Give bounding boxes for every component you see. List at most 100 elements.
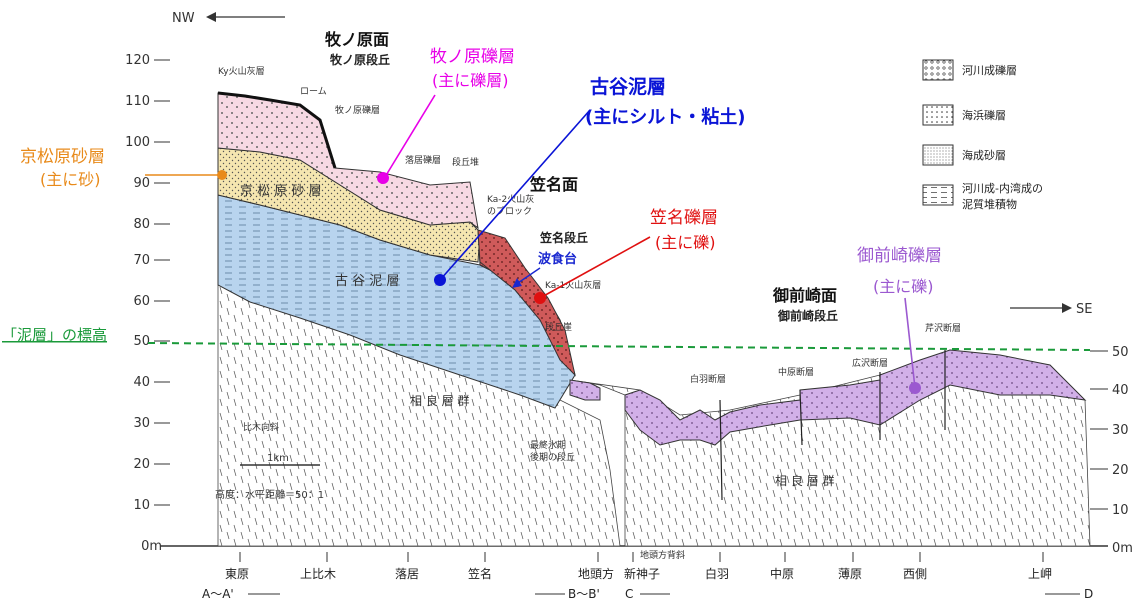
kasana-terrace-label: 笠名段丘 — [539, 230, 588, 245]
kyomatsubara-sand-sub: (主に砂) — [40, 170, 101, 189]
loam-label: ローム — [300, 86, 327, 97]
serizawa-fault-label: 芹沢断層 — [925, 322, 961, 334]
hikigi-syncline-label: 比木向斜 — [243, 421, 279, 433]
omaezaki-gravel-title: 御前崎礫層 — [857, 246, 942, 266]
y-tick-label: 100 — [125, 135, 150, 150]
legend-swatch-marine-sand — [922, 144, 954, 166]
makinohara-gravel-title: 牧ノ原礫層 — [430, 47, 515, 67]
makinohara-gravel-inner-label: 牧ノ原礫層 — [335, 104, 380, 116]
y-tick-label: 40 — [133, 375, 150, 390]
shiraha-fault-label: 白羽断層 — [690, 373, 726, 385]
nw-arrow-head — [206, 12, 216, 22]
makinohara-terrace-label: 牧ノ原段丘 — [330, 52, 390, 67]
place-label: 笠名 — [468, 566, 492, 581]
sagara-label-1: 相 良 層 群 — [410, 393, 469, 408]
terrace-cliff-label: 段丘堆 — [452, 156, 479, 168]
place-label: 白羽 — [705, 566, 729, 581]
section-b-label: B～B' — [568, 587, 600, 601]
kasana-gravel-body — [477, 229, 576, 377]
y-axis-left: 120 110 100 90 80 70 60 50 40 30 20 10 0… — [125, 53, 170, 554]
place-markers: 東原 上比木 落居 笠名 地頭方 新神子 白羽 中原 薄原 西側 上岬 — [225, 552, 1052, 581]
legend-label: 河川成礫層 — [962, 63, 1017, 77]
scale-bar-label: 1km — [267, 453, 289, 464]
place-label: 上比木 — [300, 567, 336, 581]
y-tick-label: 110 — [125, 94, 150, 109]
y-tick-label-right: 40 — [1112, 383, 1129, 398]
legend-swatch-river-gravel — [922, 59, 954, 81]
place-label: 上岬 — [1028, 567, 1052, 581]
makinohara-gravel-sub: (主に礫層) — [432, 71, 509, 90]
place-label: 中原 — [770, 566, 794, 581]
mud-elevation-line — [147, 342, 1091, 351]
ka1-ash-label: Ka-1火山灰層 — [545, 279, 601, 291]
fault-lines — [719, 350, 946, 501]
place-label: 地頭方 — [578, 566, 614, 581]
y-tick-label-right: 30 — [1112, 423, 1129, 438]
omaezaki-gravel-sub: (主に礫) — [873, 277, 934, 296]
wave-cut-annotation: 波食台 — [512, 251, 577, 288]
kasana-gravel-sub: (主に礫) — [655, 233, 716, 252]
furuya-mud-sub: (主にシルト・粘土) — [585, 106, 745, 128]
y-tick-label-right: 20 — [1112, 463, 1129, 478]
terrace-cliff2-label: 段丘崖 — [545, 321, 572, 333]
kasana-gravel-annotation: 笠名礫層 (主に礫) — [534, 208, 718, 304]
kyomatsubara-inner-label: 京 松 原 砂 層 — [240, 184, 322, 199]
sagara-label-2: 相 良 層 群 — [775, 473, 834, 488]
hirosawa-fault-label: 広沢断層 — [852, 357, 888, 369]
legend-swatch-mud — [922, 184, 954, 206]
legend-label: 泥質堆積物 — [962, 197, 1017, 211]
y-tick-label: 10 — [133, 498, 150, 513]
makinohara-surface-label: 牧ノ原面 — [325, 30, 389, 49]
last-glacial-label: 最終氷期 — [530, 439, 566, 451]
y-tick-label: 90 — [133, 176, 150, 191]
y-tick-label: 20 — [133, 457, 150, 472]
y-tick-label-right: 10 — [1112, 503, 1129, 518]
y-tick-label: 30 — [133, 416, 150, 431]
legend: 河川成礫層 海浜礫層 海成砂層 河川成-内湾成の 泥質堆積物 — [922, 59, 1043, 211]
jitogata-syncline-label: 地頭方背斜 — [640, 549, 685, 561]
legend-label: 海成砂層 — [962, 148, 1006, 162]
furuya-mud-annotation: 古谷泥層 (主にシルト・粘土) — [434, 75, 745, 286]
y-tick-label: 70 — [133, 253, 150, 268]
legend-swatch-beach-gravel — [922, 104, 954, 126]
y-tick-label: 120 — [125, 53, 150, 68]
y-tick-label-right: 0m — [1112, 541, 1133, 556]
nakahara-fault-label: 中原断層 — [778, 366, 814, 378]
y-tick-label: 60 — [133, 294, 150, 309]
y-axis-right: 50 40 30 20 10 0m — [1090, 345, 1133, 556]
section-a-label: A～A' — [202, 587, 234, 601]
place-label: 西側 — [903, 567, 927, 581]
place-label: 落居 — [395, 567, 419, 581]
ka-ash-block-label: のブロック — [487, 205, 532, 217]
y-tick-label: 80 — [133, 217, 150, 232]
makinohara-gravel-annotation: 牧ノ原礫層 (主に礫層) — [377, 47, 515, 184]
kyomatsubara-sand-annotation: 京松原砂層 (主に砂) — [20, 147, 227, 189]
direction-nw: NW — [172, 11, 195, 26]
wave-cut-label: 波食台 — [538, 251, 577, 267]
se-arrow-head — [1062, 303, 1072, 313]
legend-label: 河川成-内湾成の — [962, 181, 1043, 195]
furuya-inner-label: 古 谷 泥 層 — [335, 274, 399, 289]
section-d-label: D — [1084, 587, 1093, 601]
omaezaki-gravel-annotation: 御前崎礫層 (主に礫) — [857, 246, 942, 394]
place-label: 薄原 — [838, 566, 862, 581]
omaezaki-gravel-layer — [624, 349, 1087, 446]
place-label: 新神子 — [624, 566, 660, 581]
ky-ash-label: Ky火山灰層 — [218, 65, 265, 77]
kyomatsubara-sand-title: 京松原砂層 — [20, 147, 105, 167]
mud-elevation-label: 「泥層」の標高 — [2, 326, 107, 344]
omaezaki-terrace-label: 御前崎段丘 — [777, 308, 838, 323]
ochii-gravel-label: 落居礫層 — [405, 154, 441, 166]
place-label: 東原 — [225, 567, 249, 581]
section-c-label: C — [625, 587, 633, 601]
y-tick-label: 0m — [141, 539, 162, 554]
direction-se: SE — [1076, 302, 1092, 317]
kasana-surface-label: 笠名面 — [529, 175, 578, 194]
omaezaki-surface-label: 御前崎面 — [772, 286, 837, 305]
scale-ratio-label: 高度：水平距離＝50：1 — [215, 488, 324, 501]
loam-surface — [217, 91, 337, 169]
y-tick-label-right: 50 — [1112, 345, 1129, 360]
y-tick-label: 50 — [133, 334, 150, 349]
